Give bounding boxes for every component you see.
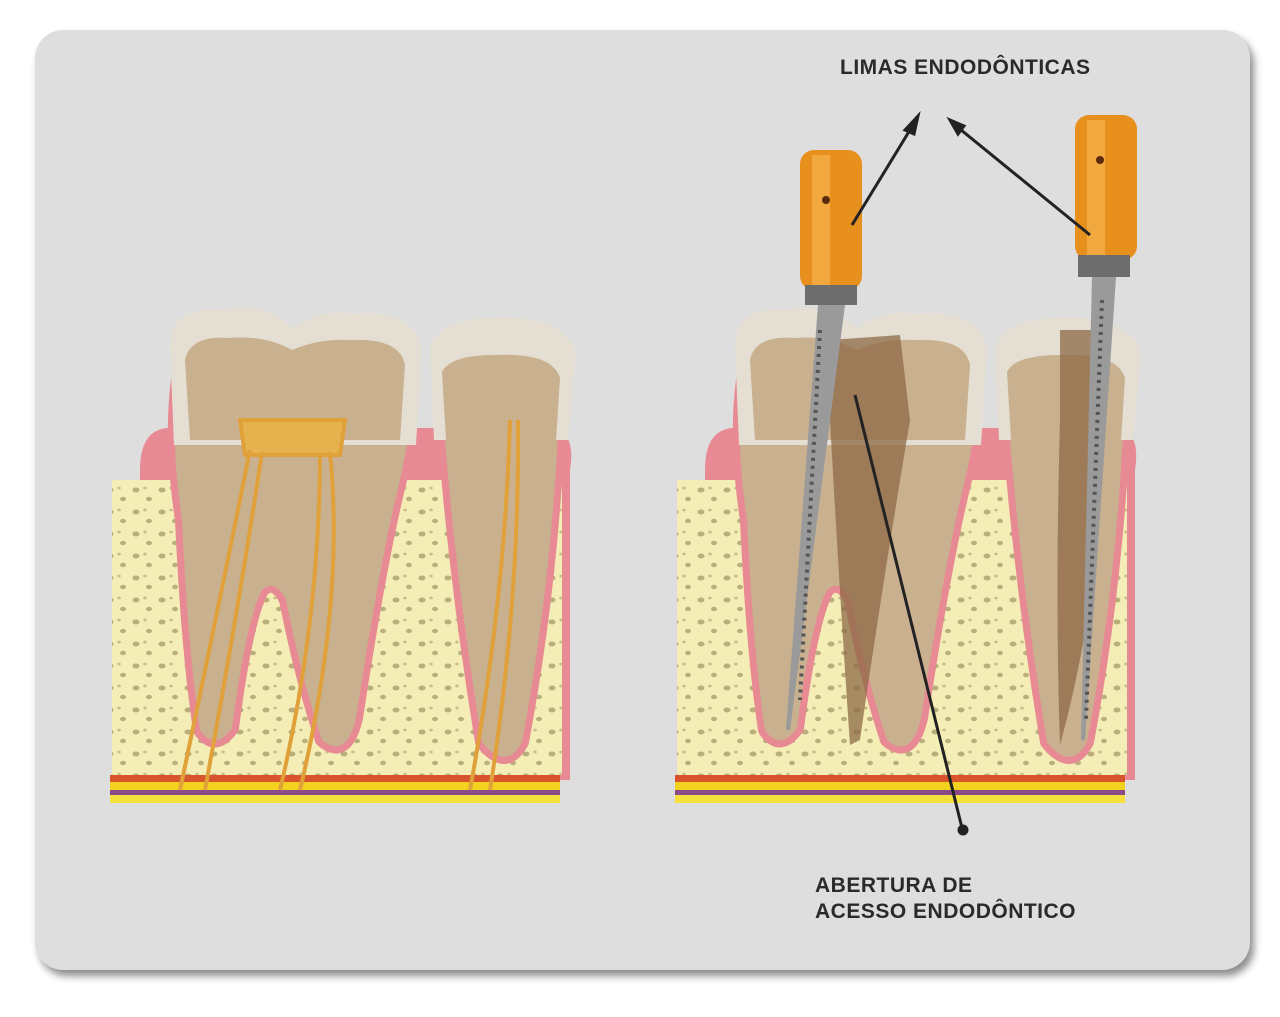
endodontic-file-left — [786, 150, 862, 730]
access-label-line1: ABERTURA DE — [815, 874, 973, 897]
untreated-teeth — [110, 307, 576, 803]
access-label-line2: ACESSO ENDODÔNTICO — [815, 900, 1077, 923]
endodontic-file-right — [1075, 115, 1137, 740]
files-label: LIMAS ENDODÔNTICAS — [840, 56, 1091, 79]
pulp-nerves — [178, 418, 521, 791]
pointer-arrows — [850, 110, 1091, 836]
